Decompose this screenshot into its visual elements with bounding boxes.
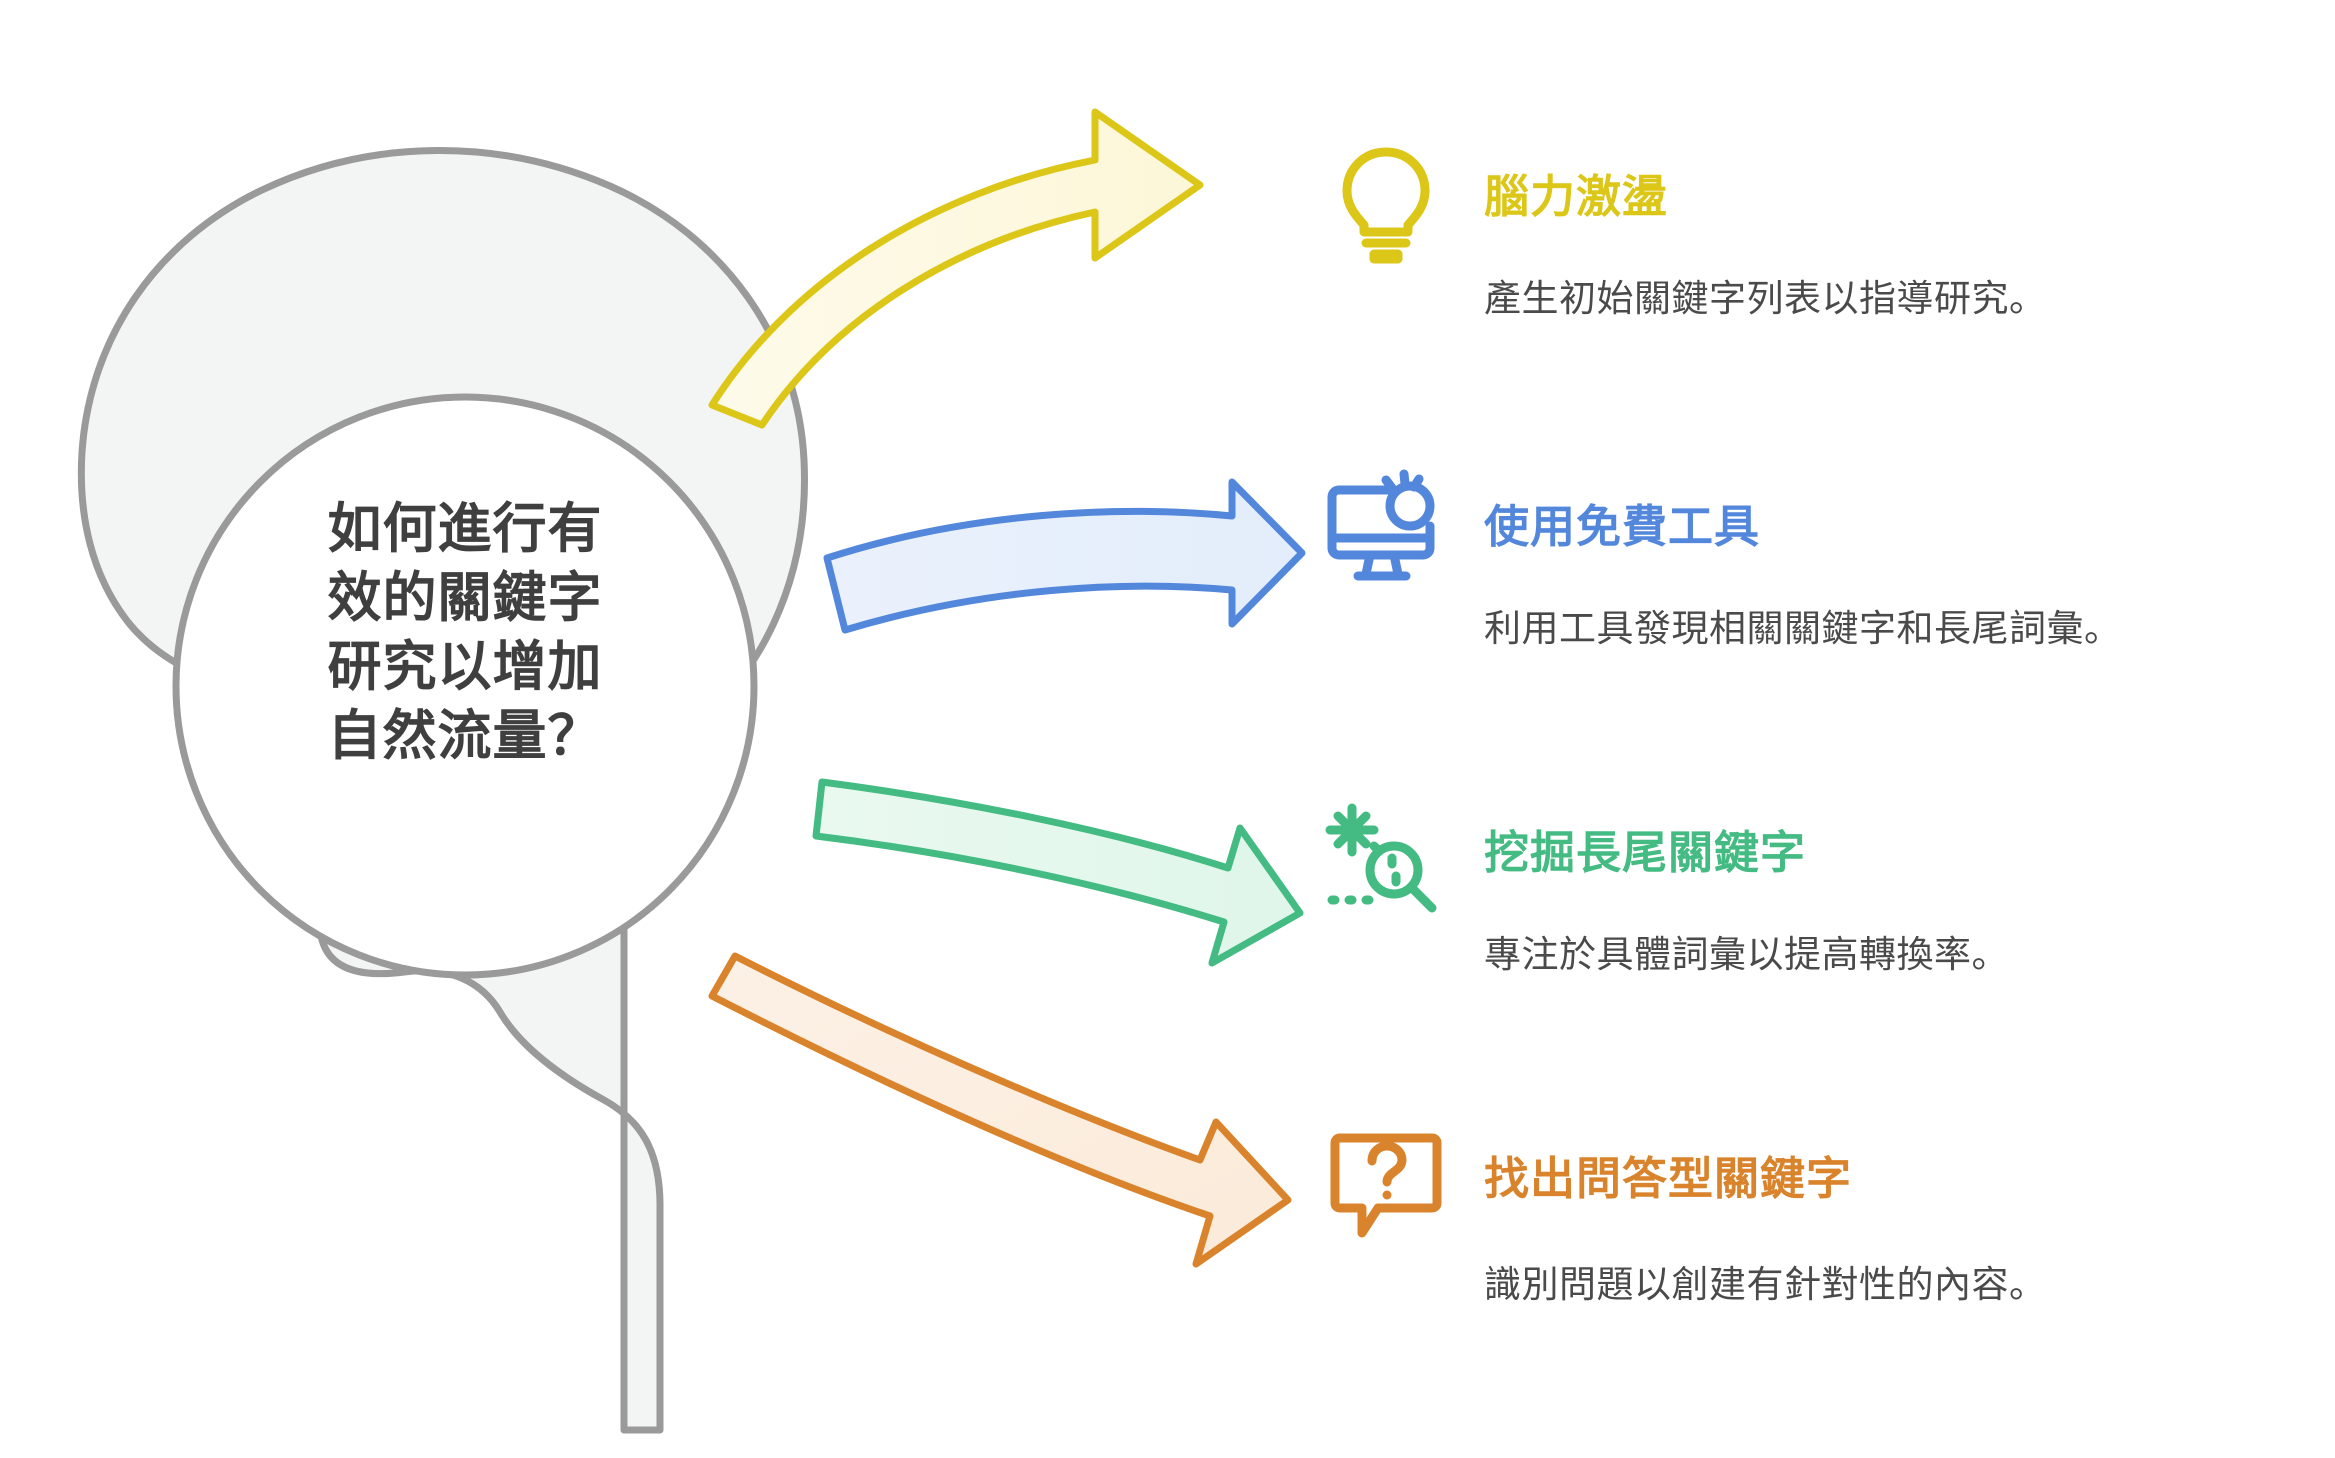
step-desc-2: 利用工具發現相關關鍵字和長尾詞彙。 <box>1484 608 2122 649</box>
step-title-4: 找出問答型關鍵字 <box>1484 1153 1853 1204</box>
monitor-search-icon <box>1327 469 1435 581</box>
arrow-blue <box>823 478 1306 634</box>
step-desc-3: 專注於具體詞彙以提高轉換率。 <box>1484 934 2009 975</box>
step-title-2: 使用免費工具 <box>1484 501 1761 552</box>
question-bubble-icon <box>1330 1133 1442 1238</box>
center-question-text: 如何進行有 效的關鍵字 研究以增加 自然流量？ <box>327 499 603 767</box>
brain-circle <box>172 393 758 979</box>
magnifier-longtail-icon <box>1325 803 1437 913</box>
step-desc-4: 識別問題以創建有針對性的內容。 <box>1484 1264 2047 1305</box>
step-title-1: 腦力激盪 <box>1484 171 1669 222</box>
arrow-orange <box>708 952 1292 1268</box>
arrow-green <box>812 778 1304 967</box>
step-title-3: 挖掘長尾關鍵字 <box>1484 827 1807 878</box>
arrow-yellow <box>708 108 1204 429</box>
lightbulb-icon <box>1342 147 1430 264</box>
step-desc-1: 產生初始關鍵字列表以指導研究。 <box>1484 278 2047 319</box>
